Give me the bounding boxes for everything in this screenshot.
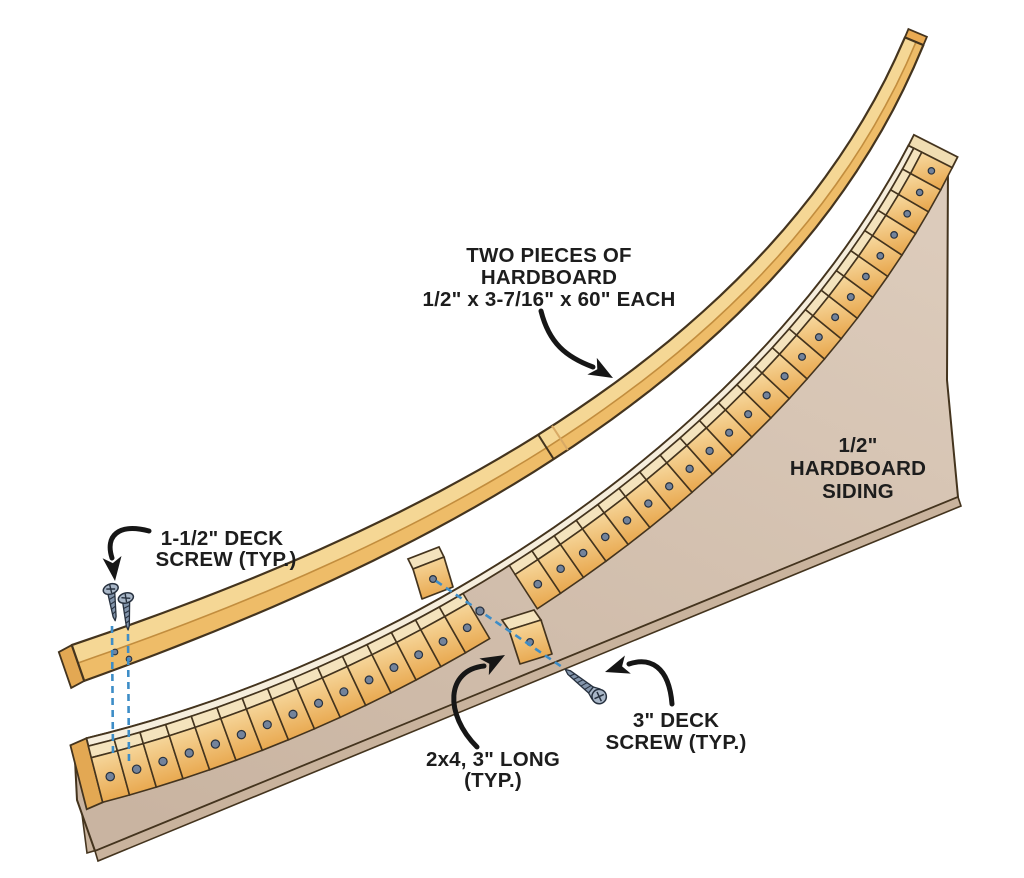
- screw-thread: [108, 595, 116, 601]
- screw-path-dashed-line: [110, 625, 115, 758]
- deck-screw-3in: [564, 668, 608, 705]
- screw-thread: [580, 682, 588, 687]
- block-screw-dot: [184, 748, 194, 758]
- label-2x4-line1: 2x4, 3" LONG: [426, 748, 560, 771]
- 2x4-block-row: [69, 133, 959, 811]
- strip-outline: [70, 36, 925, 682]
- block-screw-dot: [725, 428, 734, 437]
- screw-path-dashed-line: [435, 579, 566, 671]
- block-screw-dot: [861, 272, 870, 281]
- block-screw-dot: [339, 687, 349, 697]
- strip-butt-joint: [537, 434, 555, 460]
- arrow-small-screw-head: [102, 556, 122, 581]
- block-screw-dot: [105, 771, 116, 782]
- arrow-2x4-block-tail: [451, 663, 487, 750]
- block-screw-dot: [903, 209, 912, 218]
- block-screw-dot: [262, 720, 272, 730]
- block-screw-dot: [600, 532, 610, 542]
- block-screw-dot: [876, 251, 885, 260]
- screw-path-dashed-line: [126, 633, 131, 765]
- label-siding-line3: SIDING: [822, 480, 894, 503]
- block-screw-dot: [665, 482, 674, 491]
- label-large-screw-line1: 3" DECK: [633, 709, 719, 732]
- screw-thread: [109, 600, 116, 606]
- screw-thread: [569, 673, 575, 677]
- block-screw-dot: [798, 352, 807, 361]
- block-screw-dot: [744, 410, 753, 419]
- block-screw-dot: [533, 579, 543, 589]
- arrow-large-screw-head: [605, 655, 631, 674]
- block-screw-dot: [762, 391, 771, 400]
- block-screw-dot: [814, 333, 823, 342]
- block-screw-dot: [927, 167, 936, 175]
- block-screw-dot: [831, 313, 840, 322]
- label-small-screw-line2: SCREW (TYP.): [156, 548, 297, 571]
- deck-screw-1-1-2-a: [102, 582, 119, 622]
- block-screw-dot: [890, 231, 899, 239]
- hardboard-strip-two-pieces: [57, 27, 929, 690]
- callout-labels: TWO PIECES OF HARDBOARD 1/2" x 3-7/16" x…: [156, 244, 926, 792]
- phillips-cross-icon: [594, 691, 605, 702]
- deck-screw-1-1-2-b: [117, 592, 135, 631]
- block-screw-dot: [685, 464, 694, 473]
- siding-pilot-dot: [475, 606, 485, 616]
- block-screw-dot: [705, 446, 714, 456]
- block-screw-dot: [389, 663, 399, 673]
- arrow-small-screw-tail: [107, 526, 152, 561]
- siding-bottom-edge-face: [94, 495, 962, 863]
- screw-thread: [123, 604, 130, 610]
- deck-screws: [102, 582, 608, 705]
- block-screw-dot: [414, 650, 424, 660]
- block-screw-dot: [236, 729, 247, 740]
- label-two-pieces-line3: 1/2" x 3-7/16" x 60" EACH: [423, 288, 676, 311]
- screw-thread: [124, 614, 130, 619]
- block-screw-dot: [313, 698, 324, 708]
- phillips-cross-icon: [106, 584, 116, 594]
- callout-arrows: [102, 308, 675, 750]
- detached-2x4-screw-dot: [429, 574, 438, 583]
- block-screw-dot: [158, 756, 168, 767]
- label-2x4-line2: (TYP.): [464, 769, 522, 792]
- screw-thread: [584, 685, 592, 690]
- block-screw-dot: [210, 739, 221, 749]
- strip-joint-shade: [551, 425, 569, 451]
- block-screw-dot: [462, 623, 472, 633]
- screw-thread: [111, 610, 117, 615]
- phillips-cross-icon: [121, 593, 131, 603]
- screw-thread: [576, 679, 584, 684]
- screw-thread: [573, 676, 580, 680]
- label-large-screw-line2: SCREW (TYP.): [606, 731, 747, 754]
- block-screw-dot: [288, 709, 298, 719]
- label-small-screw-line1: 1-1/2" DECK: [161, 527, 283, 550]
- screw-shank: [564, 668, 594, 694]
- block-screw-dot: [556, 564, 565, 574]
- arrow-large-screw-tail: [626, 659, 675, 707]
- block-screw-dot: [578, 548, 588, 558]
- block-screw-dot: [131, 764, 142, 775]
- block-screw-dot: [780, 372, 789, 381]
- screw-guide-dashed-lines: [110, 579, 566, 765]
- label-two-pieces-line2: HARDBOARD: [481, 266, 617, 289]
- block-screw-dot: [915, 188, 924, 197]
- detached-2x4-blocks: [406, 545, 553, 665]
- screw-thread: [125, 619, 130, 624]
- screw-thread: [110, 605, 116, 610]
- label-siding-line2: HARDBOARD: [790, 457, 926, 480]
- arrow-2x4-block-head: [479, 655, 505, 676]
- label-siding-line1: 1/2": [838, 434, 877, 457]
- block-screw-dot: [644, 499, 653, 508]
- block-screw-dot: [364, 675, 374, 685]
- block-screw-dot: [438, 636, 448, 646]
- block-screw-dot: [846, 292, 855, 301]
- arrow-two-pieces-tail: [538, 308, 596, 370]
- block-screw-dot: [622, 516, 632, 525]
- label-two-pieces-line1: TWO PIECES OF: [466, 244, 631, 267]
- screw-thread: [123, 609, 130, 615]
- arrow-two-pieces-head: [587, 357, 613, 378]
